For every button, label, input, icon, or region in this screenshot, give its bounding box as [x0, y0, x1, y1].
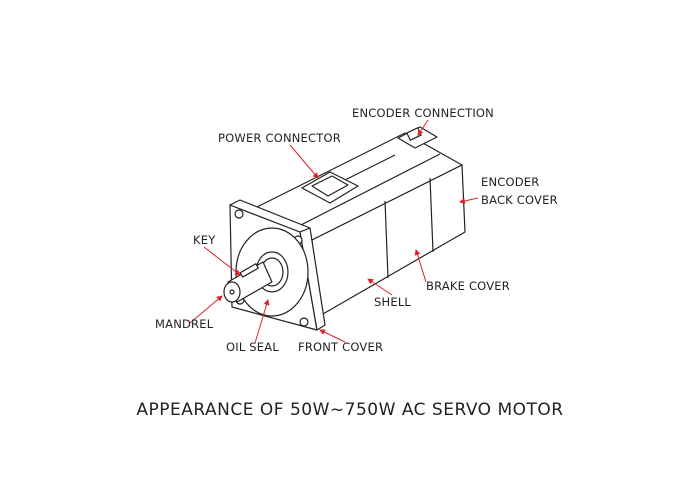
label-front-cover: FRONT COVER	[298, 340, 384, 354]
arrow-front-cover	[319, 329, 346, 343]
label-shell: SHELL	[374, 295, 412, 309]
arrow-shell	[367, 278, 393, 296]
label-key: KEY	[193, 233, 216, 247]
brake-cover-seam	[384, 200, 389, 279]
flange-side-edge	[299, 227, 326, 331]
encoder-cover-seam	[429, 177, 434, 253]
arrow-brake-cover	[414, 249, 427, 283]
arrow-oil-seal	[254, 299, 270, 344]
arrow-mandrel	[189, 295, 223, 324]
label-encoder-back-cover-line2: BACK COVER	[481, 193, 558, 207]
label-oil-seal: OIL SEAL	[226, 340, 279, 354]
body-edge-line	[294, 153, 441, 229]
power-connector-socket	[311, 175, 349, 197]
arrow-encoder-back-cover	[459, 197, 479, 204]
mounting-hole	[299, 317, 309, 327]
shaft-key	[239, 263, 259, 278]
label-brake-cover: BRAKE COVER	[426, 279, 510, 293]
arrow-encoder-connection	[417, 119, 429, 136]
shaft-center-hole	[229, 289, 235, 295]
arrow-power-connector	[289, 144, 319, 179]
diagram-title: APPEARANCE OF 50W~750W AC SERVO MOTOR	[136, 400, 564, 420]
arrow-key	[203, 246, 241, 276]
body-edge-line	[344, 154, 396, 181]
label-mandrel: MANDREL	[155, 317, 214, 331]
mounting-hole	[234, 209, 244, 219]
label-encoder-back-cover-line1: ENCODER	[481, 175, 540, 189]
label-encoder-connection: ENCODER CONNECTION	[352, 106, 494, 120]
label-power-connector: POWER CONNECTOR	[218, 131, 341, 145]
